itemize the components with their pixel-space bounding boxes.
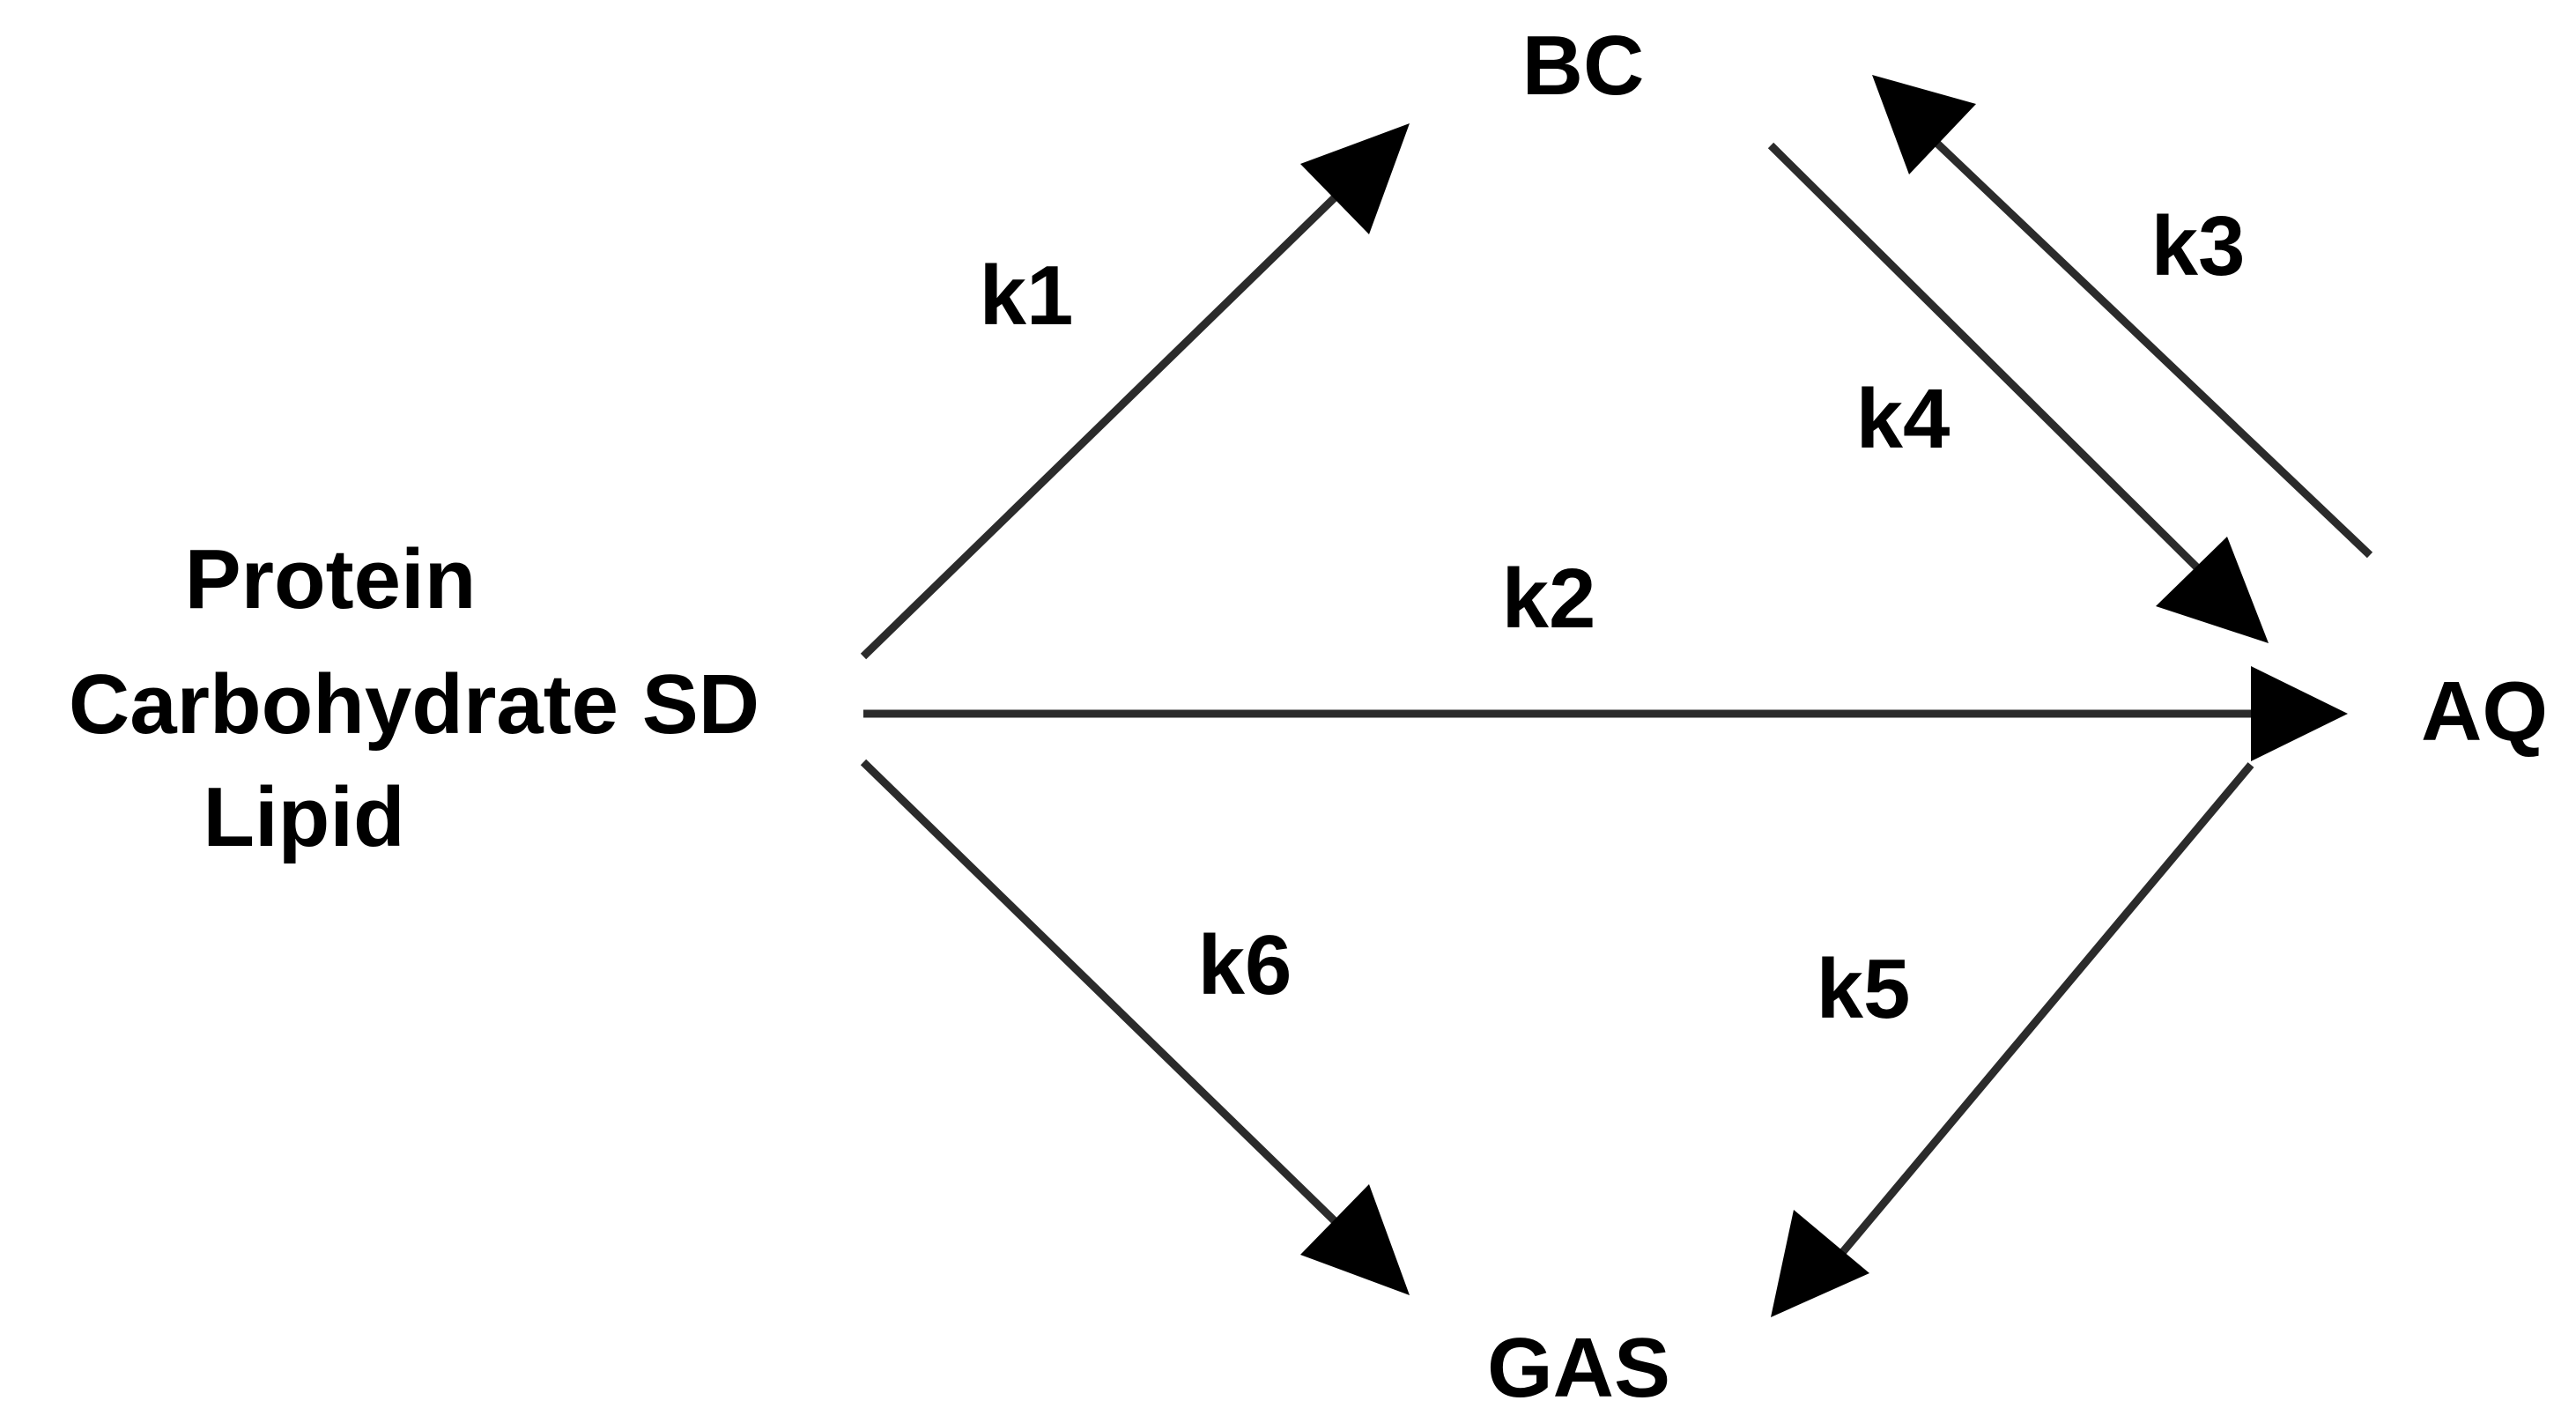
edge-k4 xyxy=(1767,142,2269,643)
node-aq: AQ xyxy=(2421,664,2548,759)
edge-k4-line xyxy=(1767,142,2224,594)
edge-k5-line xyxy=(1829,762,2254,1267)
edge-k6-arrowhead xyxy=(1300,1184,1410,1295)
rate-label-k5: k5 xyxy=(1817,942,1911,1036)
edge-k2 xyxy=(863,666,2348,761)
rate-label-k2: k2 xyxy=(1502,552,1596,646)
edge-k6-line xyxy=(860,759,1365,1250)
edge-k3 xyxy=(1872,75,2373,559)
node-gas: GAS xyxy=(1487,1321,1670,1415)
edge-k2-arrowhead xyxy=(2251,666,2348,761)
node-sd-line-2: Carbohydrate SD xyxy=(69,657,759,752)
edge-k1-arrowhead xyxy=(1300,123,1410,234)
edge-k1 xyxy=(860,123,1410,660)
edge-k3-arrowhead xyxy=(1872,75,1976,174)
edge-k3-line xyxy=(1913,120,2373,559)
rate-label-k3: k3 xyxy=(2151,199,2246,293)
edge-k1-line xyxy=(860,168,1365,660)
node-sd-line-3: Lipid xyxy=(203,770,404,864)
node-sd: Protein Carbohydrate SD Lipid xyxy=(69,532,759,864)
node-sd-line-1: Protein xyxy=(185,532,477,626)
rate-label-k6: k6 xyxy=(1198,918,1292,1012)
edge-k5 xyxy=(1771,762,2254,1317)
rate-label-k1: k1 xyxy=(980,248,1074,343)
edge-k6 xyxy=(860,759,1410,1295)
edge-k4-arrowhead xyxy=(2156,537,2269,643)
node-bc: BC xyxy=(1522,19,1645,113)
edge-k5-arrowhead xyxy=(1771,1210,1869,1317)
rate-label-k4: k4 xyxy=(1856,372,1951,466)
